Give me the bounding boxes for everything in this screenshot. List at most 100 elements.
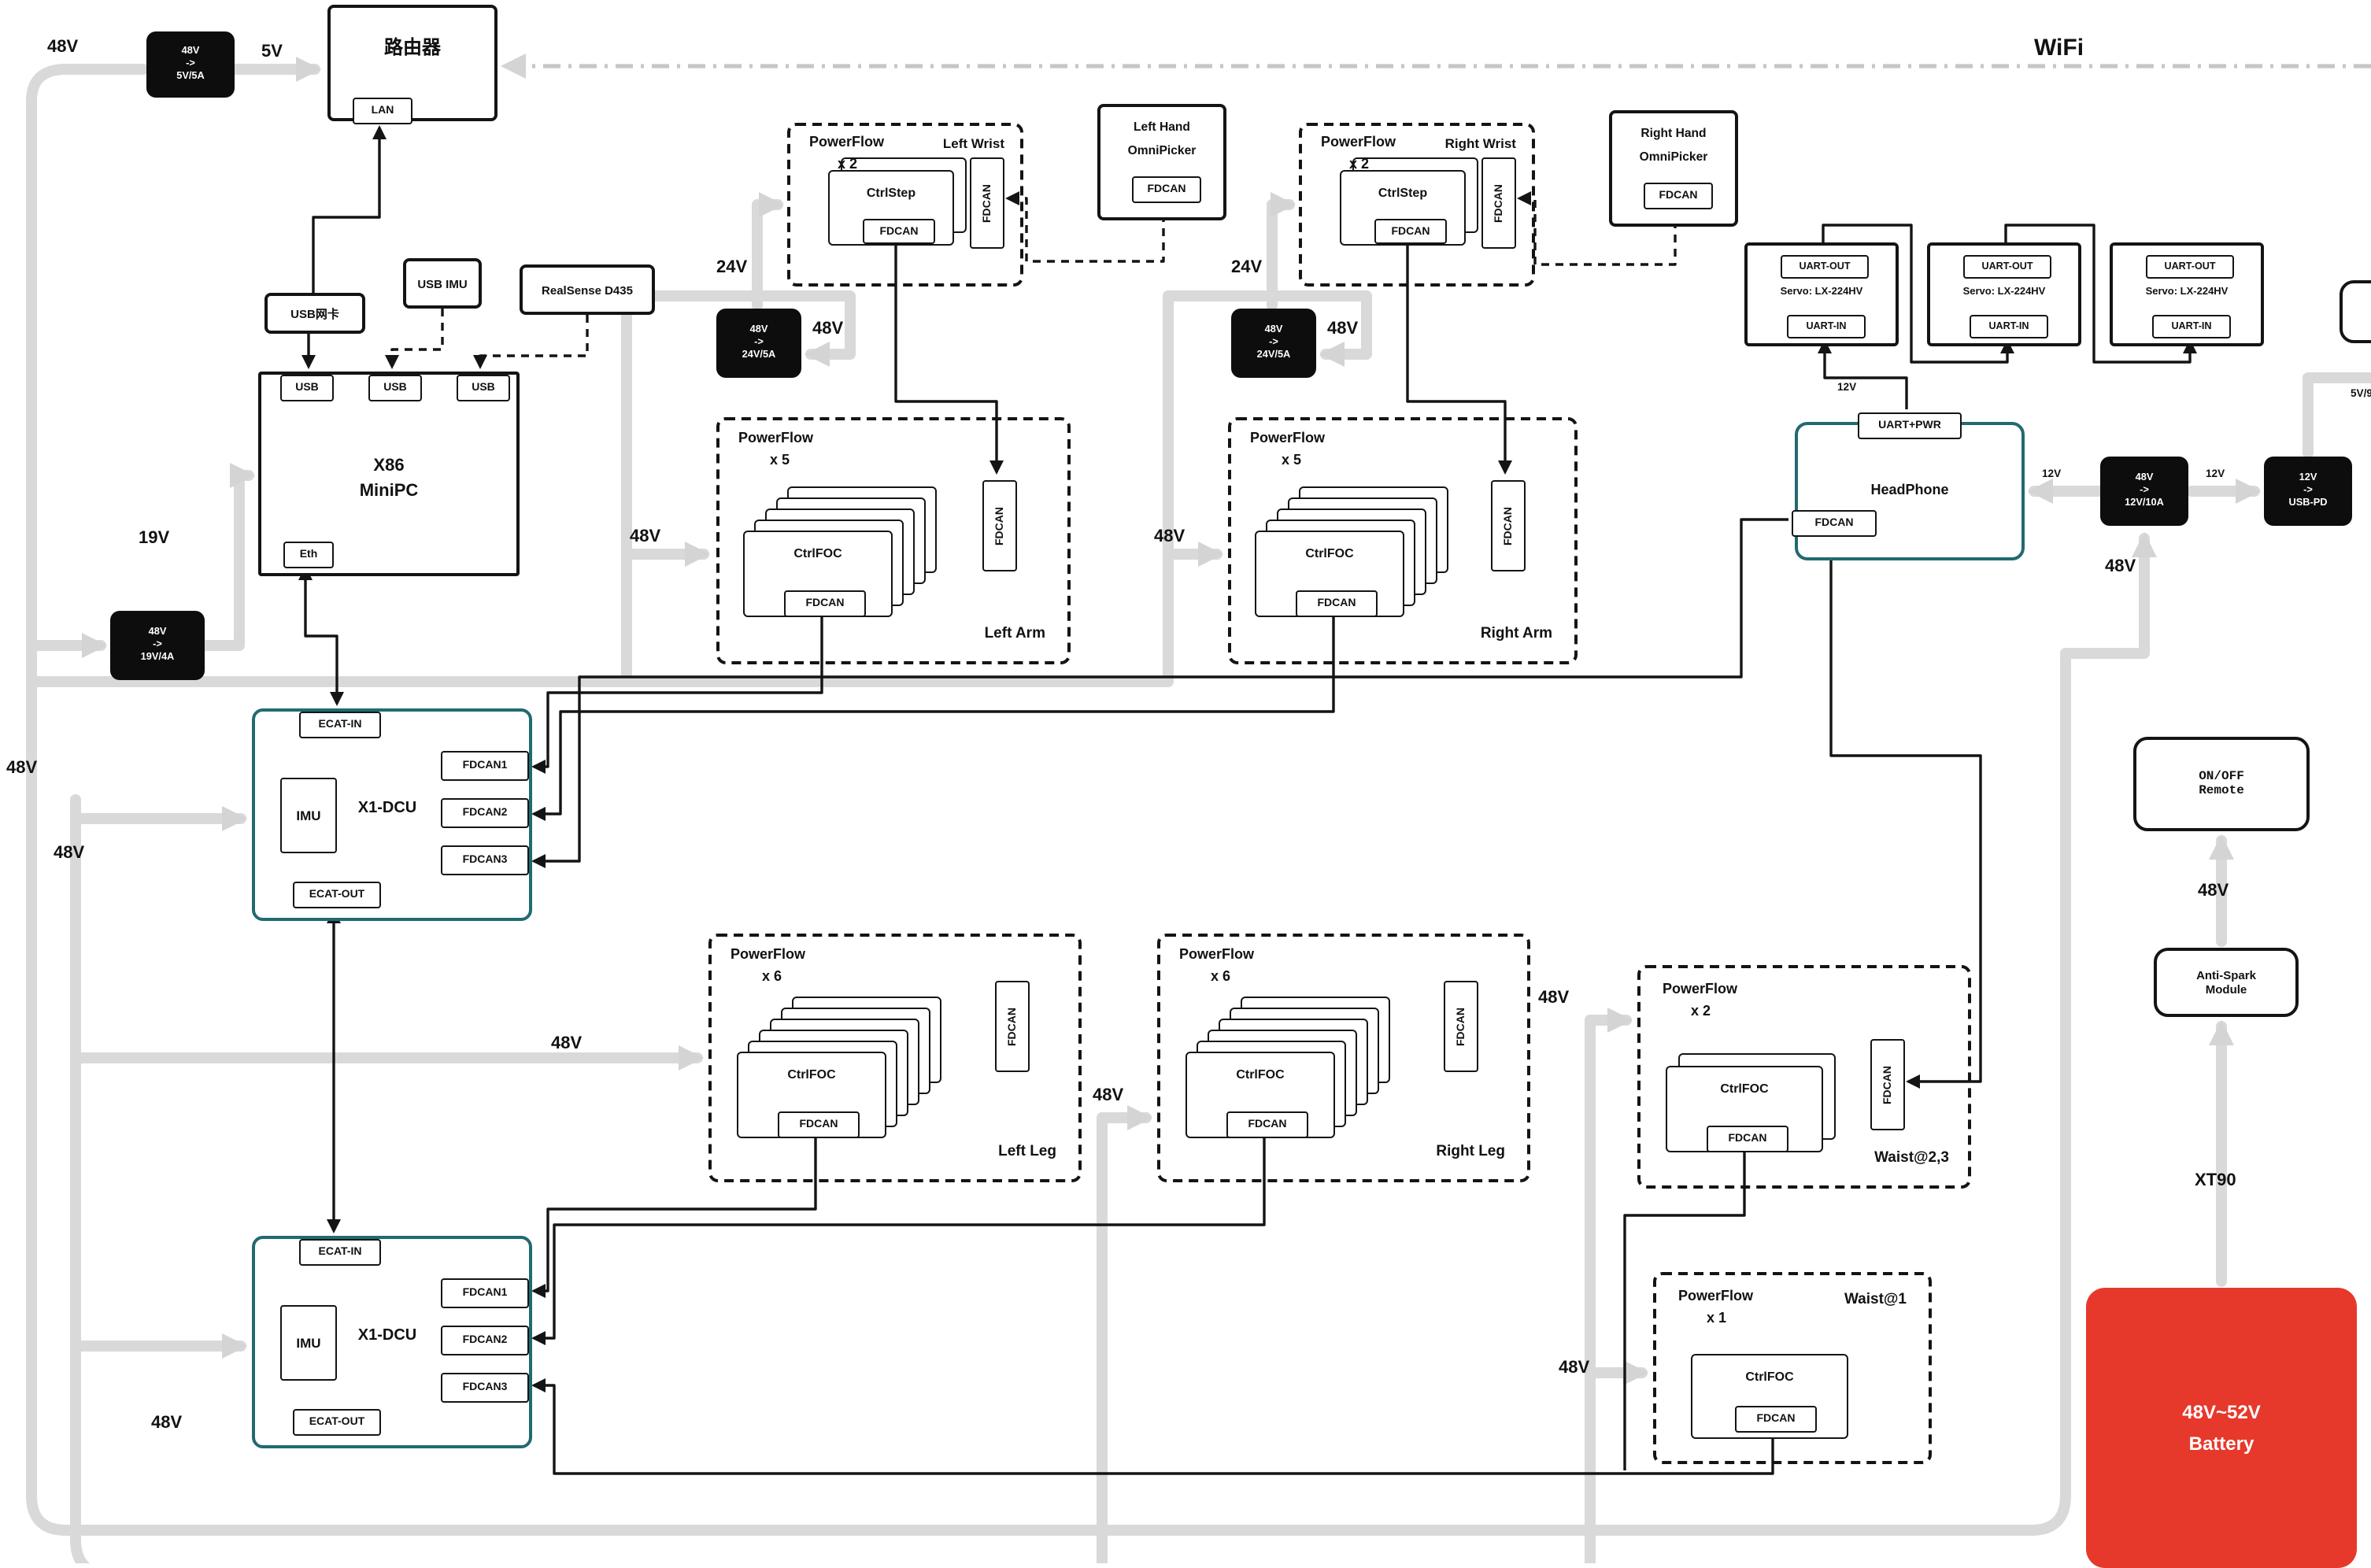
converter-arrow: -> — [2140, 484, 2149, 496]
converter-out: 24V/5A — [1256, 349, 1291, 361]
fdcan-side-port: FDCAN — [1444, 981, 1478, 1072]
usb-port-2: USB — [368, 375, 422, 401]
uart-out-port: UART-OUT — [1781, 255, 1869, 279]
group-title: PowerFlow — [1179, 946, 1255, 962]
label-48v-right-leg: 48V — [1093, 1086, 1124, 1105]
converter-arrow: -> — [2303, 484, 2313, 496]
battery-label-line1: 48V~52V — [2182, 1400, 2261, 1423]
converter-out: 5V/5A — [176, 71, 205, 83]
dcu-title: X1-DCU — [357, 800, 417, 817]
group-count: x 2 — [1691, 1003, 1711, 1019]
fdcan3-port: FDCAN3 — [441, 1373, 529, 1403]
label-5v9v12v: 5V/9V/12V — [2351, 389, 2371, 400]
onoff-remote-box: ON/OFF Remote — [2133, 737, 2310, 831]
fdcan-side-port: FDCAN — [1481, 157, 1516, 249]
fdcan-chip: FDCAN — [778, 1111, 860, 1138]
group-count: x 1 — [1707, 1310, 1727, 1326]
eth-port: Eth — [283, 542, 334, 568]
ctrlfoc-label: CtrlFOC — [1236, 1067, 1285, 1082]
fdcan-side-port: FDCAN — [1491, 480, 1526, 571]
fdcan-chip: FDCAN — [1792, 510, 1877, 537]
label-24v-left: 24V — [716, 258, 748, 277]
battery-label-line2: Battery — [2188, 1433, 2254, 1455]
label-48v-left-wrist: 48V — [812, 320, 844, 338]
fdcan1-port: FDCAN1 — [441, 751, 529, 781]
converter-48v-24v-left: 48V -> 24V/5A — [716, 309, 801, 378]
servo-label: Servo: LX-224HV — [2145, 287, 2229, 298]
fdcan3-port: FDCAN3 — [441, 845, 529, 875]
label-12v-uart: 12V — [1837, 383, 1857, 394]
label-xt90: XT90 — [2195, 1171, 2236, 1190]
group-part-label: Left Leg — [998, 1143, 1056, 1160]
imu-module: IMU — [280, 778, 337, 853]
realsense-box: RealSense D435 — [520, 264, 655, 315]
minipc-title-line1: X86 — [373, 457, 405, 475]
group-count: x 6 — [762, 968, 782, 984]
converter-48v-12v: 48V -> 12V/10A — [2100, 457, 2188, 526]
converter-48v-19v: 48V -> 19V/4A — [110, 611, 205, 680]
fdcan-side-label: FDCAN — [1007, 1007, 1018, 1046]
fdcan-side-label: FDCAN — [982, 183, 993, 223]
uart-out-port: UART-OUT — [1963, 255, 2051, 279]
group-title: PowerFlow — [1678, 1288, 1754, 1304]
group-part-label: Waist@2,3 — [1874, 1149, 1949, 1167]
lan-port: LAN — [353, 98, 412, 124]
ctrlfoc-label: CtrlFOC — [1305, 546, 1354, 560]
ctrlfoc-label: CtrlFOC — [1745, 1370, 1794, 1384]
label-48v-right-arm: 48V — [1154, 527, 1186, 546]
group-title: PowerFlow — [809, 134, 885, 150]
fdcan-chip: FDCAN — [1707, 1126, 1788, 1152]
dcu-lower-box: ECAT-IN IMU X1-DCU FDCAN1 FDCAN2 FDCAN3 … — [252, 1236, 532, 1448]
antispark-label-line1: Anti-Spark — [2196, 968, 2256, 982]
converter-arrow: -> — [186, 57, 195, 69]
uart-pwr-port: UART+PWR — [1858, 412, 1962, 439]
fdcan-chip: FDCAN — [1644, 183, 1713, 209]
servo-box-3: UART-OUT Servo: LX-224HV UART-IN — [2110, 242, 2264, 346]
label-12v-headphone: 12V — [2042, 469, 2062, 480]
minipc-title-line2: MiniPC — [359, 482, 419, 501]
dcu-title: X1-DCU — [357, 1327, 417, 1344]
group-count: x 2 — [838, 156, 858, 172]
label-48v-topleft: 48V — [47, 38, 79, 57]
usb-port-3: USB — [457, 375, 510, 401]
converter-in: 48V — [1264, 324, 1283, 335]
dcu-upper-box: ECAT-IN IMU X1-DCU FDCAN1 FDCAN2 FDCAN3 … — [252, 708, 532, 921]
phone-box: Phone — [2340, 280, 2371, 343]
group-count: x 2 — [1349, 156, 1370, 172]
remote-label-line2: Remote — [2199, 784, 2244, 798]
fdcan-side-port: FDCAN — [995, 981, 1030, 1072]
converter-in: 48V — [2135, 472, 2154, 483]
uart-in-port: UART-IN — [1787, 315, 1866, 338]
label-48v-bottomleft: 48V — [151, 1414, 183, 1433]
fdcan-chip: FDCAN — [1374, 219, 1447, 244]
converter-arrow: -> — [1269, 336, 1278, 348]
label-48v-left-leg: 48V — [551, 1034, 583, 1053]
converter-in: 48V — [181, 45, 200, 56]
battery-box: 48V~52V Battery — [2086, 1288, 2357, 1568]
converter-12v-usbpd: 12V -> USB-PD — [2264, 457, 2352, 526]
group-part-label: Right Leg — [1436, 1143, 1505, 1160]
wifi-wire — [501, 54, 2371, 282]
servo-box-1: UART-OUT Servo: LX-224HV UART-IN — [1744, 242, 1899, 346]
powerflow-left-arm-group: PowerFlow x 5 Left Arm CtrlFOC FDCAN FDC… — [716, 417, 1071, 664]
ecat-out-port: ECAT-OUT — [293, 1409, 381, 1436]
right-hand-label: Right Hand — [1640, 126, 1707, 140]
ctrlfoc-label: CtrlFOC — [793, 546, 842, 560]
label-wifi: WiFi — [2034, 35, 2084, 61]
uart-in-port: UART-IN — [2152, 315, 2231, 338]
realsense-label: RealSense D435 — [542, 283, 633, 297]
left-hand-label: Left Hand — [1134, 120, 1190, 134]
label-48v-waist1: 48V — [1559, 1359, 1590, 1378]
usb-nic-label: USB网卡 — [290, 306, 339, 320]
converter-out: 12V/10A — [2125, 497, 2164, 509]
label-48v-left-rail: 48V — [6, 759, 38, 778]
converter-out: 19V/4A — [140, 652, 175, 664]
group-part-label: Waist@1 — [1844, 1291, 1907, 1308]
headphone-box: UART+PWR HeadPhone FDCAN — [1792, 412, 2025, 560]
label-48v-left-rail2: 48V — [54, 844, 85, 863]
minipc-box: USB USB USB X86 MiniPC Eth — [258, 372, 520, 576]
ecat-in-port: ECAT-IN — [299, 1239, 381, 1266]
ctrlstep-label: CtrlStep — [1378, 186, 1428, 200]
group-count: x 5 — [770, 452, 790, 468]
